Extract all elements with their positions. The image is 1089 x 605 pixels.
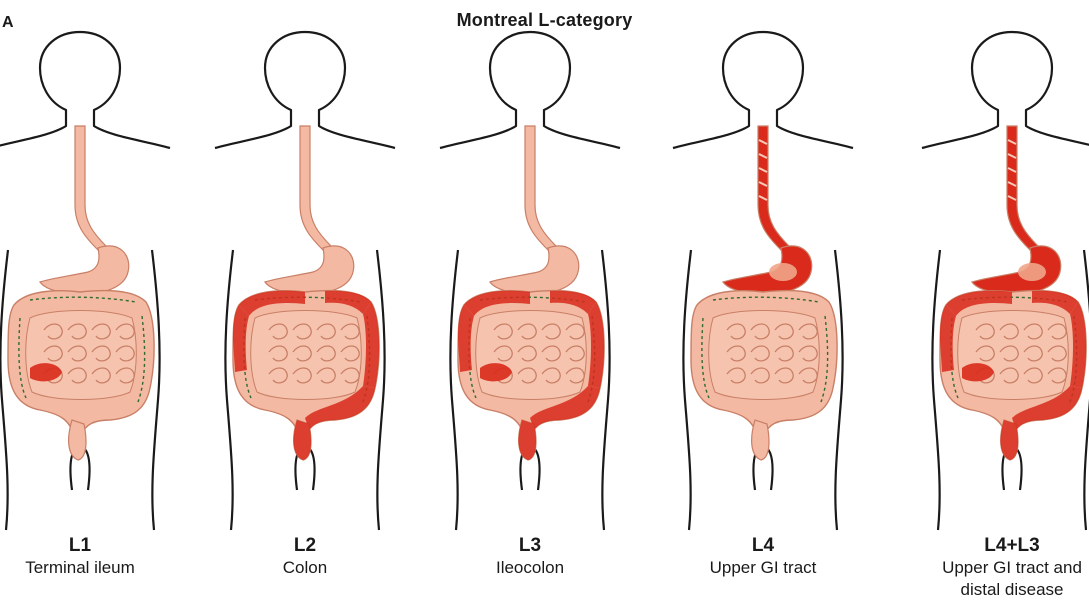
- stomach-lesion: [1018, 263, 1046, 281]
- category-description: Upper GI tract: [663, 557, 863, 579]
- caption-l1: L1Terminal ileum: [0, 535, 180, 579]
- body-figure-l4: [673, 32, 853, 530]
- body-figure-l4-l3: [922, 32, 1089, 530]
- category-description: Ileocolon: [430, 557, 630, 579]
- category-code: L3: [430, 535, 630, 557]
- category-description: Colon: [205, 557, 405, 579]
- torso-right-side: [1084, 250, 1089, 530]
- esophagus: [525, 126, 556, 250]
- body-figure-l1: [0, 32, 170, 530]
- category-code: L4+L3: [912, 535, 1089, 557]
- stomach: [40, 246, 129, 294]
- stomach-lesion: [769, 263, 797, 281]
- category-code: L2: [205, 535, 405, 557]
- category-code: L1: [0, 535, 180, 557]
- torso-left-side: [0, 250, 8, 530]
- category-description: Terminal ileum: [0, 557, 180, 579]
- esophagus: [758, 126, 789, 250]
- stomach: [723, 246, 812, 294]
- torso-left-side: [225, 250, 233, 530]
- rectum: [752, 420, 769, 460]
- stomach: [490, 246, 579, 294]
- torso-left-side: [450, 250, 458, 530]
- body-figure-l3: [440, 32, 620, 530]
- esophagus: [1007, 126, 1038, 250]
- torso-right-side: [835, 250, 843, 530]
- category-code: L4: [663, 535, 863, 557]
- torso-left-side: [683, 250, 691, 530]
- rectum: [69, 420, 86, 460]
- esophagus: [75, 126, 106, 250]
- torso-left-side: [932, 250, 940, 530]
- esophagus: [300, 126, 331, 250]
- torso-right-side: [602, 250, 610, 530]
- category-description: Upper GI tract and: [912, 557, 1089, 579]
- torso-right-side: [152, 250, 160, 530]
- torso-right-side: [377, 250, 385, 530]
- stomach: [972, 246, 1061, 294]
- stomach: [265, 246, 354, 294]
- body-figure-l2: [215, 32, 395, 530]
- body-outline: [922, 32, 1089, 148]
- category-description: distal disease: [912, 579, 1089, 601]
